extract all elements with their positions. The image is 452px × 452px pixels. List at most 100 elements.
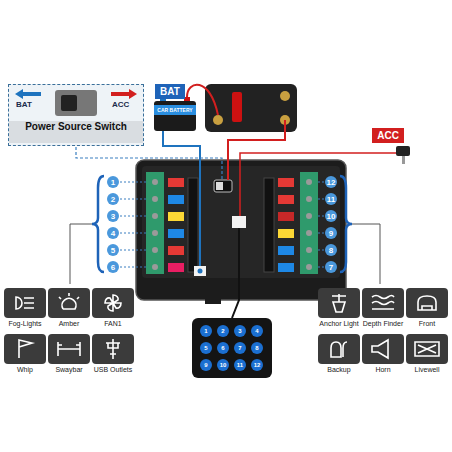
device-icon xyxy=(318,288,360,318)
tag-text: ACC xyxy=(377,130,399,141)
circuit-number: 4 xyxy=(107,227,119,239)
callout-title: Power Source Switch xyxy=(9,121,143,143)
icon-ground xyxy=(318,334,360,364)
icon-glyph xyxy=(331,342,347,357)
device-icon xyxy=(48,288,90,318)
keypad-button: 7 xyxy=(234,342,246,354)
icon-ground xyxy=(48,288,90,318)
keypad-button: 8 xyxy=(251,342,263,354)
icon-glyph xyxy=(16,297,34,309)
device-icon xyxy=(48,334,90,364)
device-name: USB Outlets xyxy=(92,366,134,374)
device-tile: Front xyxy=(406,288,448,328)
device-icon xyxy=(92,288,134,318)
device-tile: Fog-Lights xyxy=(4,288,46,328)
car-battery: CAR BATTERY xyxy=(154,101,196,131)
device-icon xyxy=(406,288,448,318)
device-tile: Amber xyxy=(48,288,90,328)
circuit-number: 7 xyxy=(325,261,337,273)
device-tile: Backup xyxy=(318,334,360,374)
device-tile: USB Outlets xyxy=(92,334,134,374)
device-name: Depth Finder xyxy=(362,320,404,328)
circuit-number: 11 xyxy=(325,193,337,205)
device-tile: Whip xyxy=(4,334,46,374)
icon-glyph xyxy=(59,293,79,309)
device-tile: Depth Finder xyxy=(362,288,404,328)
device-name: Livewell xyxy=(406,366,448,374)
circuit-number: 6 xyxy=(107,261,119,273)
switch-position-label: ACC xyxy=(112,100,129,109)
keypad-button: 3 xyxy=(234,325,246,337)
circuit-number: 1 xyxy=(107,176,119,188)
keypad-button: 5 xyxy=(200,342,212,354)
icon-ground xyxy=(92,334,134,364)
keypad-button: 12 xyxy=(251,359,263,371)
device-icon xyxy=(4,288,46,318)
icon-glyph xyxy=(372,296,394,310)
left-arrow xyxy=(15,89,41,99)
keypad-button: 10 xyxy=(217,359,229,371)
icon-ground xyxy=(362,334,404,364)
keypad-button: 11 xyxy=(234,359,246,371)
device-tile: Horn xyxy=(362,334,404,374)
circuit-number: 5 xyxy=(107,244,119,256)
icon-glyph xyxy=(19,340,32,358)
switch-body xyxy=(55,90,97,116)
circuit-number: 12 xyxy=(325,176,337,188)
icon-ground xyxy=(4,288,46,318)
icon-ground xyxy=(406,288,448,318)
icon-ground xyxy=(318,288,360,318)
device-tile: Anchor Light xyxy=(318,288,360,328)
device-name: Horn xyxy=(362,366,404,374)
circuit-number: 3 xyxy=(107,210,119,222)
device-tile: Livewell xyxy=(406,334,448,374)
keypad-button: 6 xyxy=(217,342,229,354)
device-icon xyxy=(362,334,404,364)
device-icon xyxy=(318,334,360,364)
switch-toggle xyxy=(61,95,77,111)
device-name: Amber xyxy=(48,320,90,328)
keypad-button: 4 xyxy=(251,325,263,337)
icon-glyph xyxy=(106,339,120,359)
icon-ground xyxy=(48,334,90,364)
icon-ground xyxy=(406,334,448,364)
icon-glyph xyxy=(105,295,121,311)
icon-glyph xyxy=(418,296,436,310)
tag-text: BAT xyxy=(160,86,180,97)
device-name: Fog-Lights xyxy=(4,320,46,328)
keypad-button: 9 xyxy=(200,359,212,371)
device-name: Swaybar xyxy=(48,366,90,374)
icon-glyph xyxy=(415,342,439,356)
icon-glyph xyxy=(372,340,388,358)
device-tile: FAN1 xyxy=(92,288,134,328)
device-icon xyxy=(362,288,404,318)
device-tile: Swaybar xyxy=(48,334,90,374)
battery-tag: BAT xyxy=(155,84,185,99)
icon-ground xyxy=(4,334,46,364)
power-switch-callout: BAT ACC Power Source Switch xyxy=(8,84,144,146)
battery-label: CAR BATTERY xyxy=(154,105,196,115)
circuit-number: 8 xyxy=(325,244,337,256)
circuit-number: 9 xyxy=(325,227,337,239)
circuit-number: 2 xyxy=(107,193,119,205)
keypad-button: 1 xyxy=(200,325,212,337)
device-name: Front xyxy=(406,320,448,328)
circuit-number: 10 xyxy=(325,210,337,222)
icon-ground xyxy=(92,288,134,318)
icon-glyph xyxy=(332,294,346,312)
icon-glyph xyxy=(58,342,80,356)
keypad-button: 2 xyxy=(217,325,229,337)
device-name: Anchor Light xyxy=(318,320,360,328)
device-icon xyxy=(92,334,134,364)
right-arrow xyxy=(111,89,137,99)
device-name: Backup xyxy=(318,366,360,374)
device-icon xyxy=(4,334,46,364)
device-name: FAN1 xyxy=(92,320,134,328)
device-name: Whip xyxy=(4,366,46,374)
acc-tag: ACC xyxy=(372,128,404,143)
icon-ground xyxy=(362,288,404,318)
device-icon xyxy=(406,334,448,364)
switch-position-label: BAT xyxy=(16,100,32,109)
